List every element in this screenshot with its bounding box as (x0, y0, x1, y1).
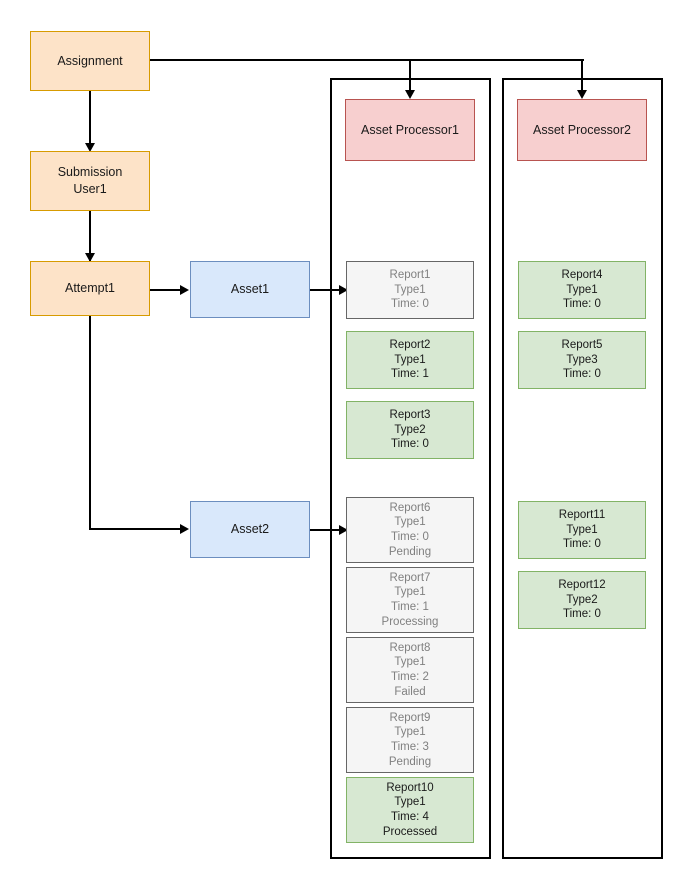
report-time: Time: 0 (563, 298, 601, 311)
edge-attempt-down (89, 316, 91, 530)
report-name: Report5 (561, 339, 603, 352)
report-time: Time: 4 (391, 811, 429, 823)
arrowhead-asset2 (180, 524, 189, 534)
edge-submission-attempt (89, 211, 91, 264)
report-type: Type2 (394, 423, 426, 436)
edge-attempt-asset2 (89, 528, 182, 530)
report-name: Report10 (386, 781, 434, 794)
edge-assignment-submission (89, 91, 91, 145)
report-type: Type1 (394, 353, 426, 366)
report-name: Report9 (389, 711, 431, 724)
node-submission-label: Submission User1 (57, 165, 123, 196)
edge-assignment-trunk (150, 59, 584, 61)
node-asset1[interactable]: Asset1 (190, 261, 310, 318)
arrowhead-submission (85, 143, 95, 152)
arrowhead-asset1 (180, 285, 189, 295)
node-assignment-label: Assignment (57, 53, 123, 68)
report-name: Report11 (558, 509, 606, 522)
report-card[interactable]: Report8 Type1 Time: 2 Failed (346, 637, 474, 703)
node-asset-processor2-label: Asset Processor2 (533, 122, 631, 137)
node-asset-processor1[interactable]: Asset Processor1 (345, 99, 475, 161)
report-time: Time: 0 (391, 298, 429, 311)
edge-trunk-to-processor2 (581, 59, 583, 92)
report-time: Time: 0 (391, 531, 429, 543)
node-assignment[interactable]: Assignment (30, 31, 150, 91)
report-time: Time: 0 (563, 608, 601, 621)
report-time: Time: 3 (391, 741, 429, 753)
report-type: Type1 (394, 283, 426, 296)
report-name: Report7 (389, 571, 431, 584)
arrowhead-report6 (339, 525, 348, 535)
report-status: Processed (382, 825, 438, 838)
node-submission[interactable]: Submission User1 (30, 151, 150, 211)
report-card[interactable]: Report9 Type1 Time: 3 Pending (346, 707, 474, 773)
report-card[interactable]: Report7 Type1 Time: 1 Processing (346, 567, 474, 633)
report-time: Time: 0 (391, 438, 429, 451)
report-card[interactable]: Report11 Type1 Time: 0 (518, 501, 646, 559)
report-status: Failed (394, 685, 426, 698)
report-name: Report12 (558, 579, 606, 592)
arrowhead-processor1 (405, 90, 415, 99)
report-card[interactable]: Report3 Type2 Time: 0 (346, 401, 474, 459)
node-attempt1-label: Attempt1 (64, 281, 116, 296)
report-status: Pending (388, 755, 432, 768)
report-name: Report3 (389, 409, 431, 422)
processor2-lane (502, 78, 663, 859)
edge-attempt-asset1 (150, 289, 182, 291)
report-card[interactable]: Report6 Type1 Time: 0 Pending (346, 497, 474, 563)
node-asset2[interactable]: Asset2 (190, 501, 310, 558)
arrowhead-report1 (339, 285, 348, 295)
report-type: Type1 (566, 523, 598, 536)
report-time: Time: 1 (391, 368, 429, 381)
node-asset-processor2[interactable]: Asset Processor2 (517, 99, 647, 161)
node-asset-processor1-label: Asset Processor1 (361, 122, 459, 137)
report-card[interactable]: Report4 Type1 Time: 0 (518, 261, 646, 319)
report-type: Type1 (394, 726, 426, 739)
report-time: Time: 0 (563, 538, 601, 551)
edge-trunk-to-processor1 (409, 59, 411, 92)
report-type: Type1 (394, 516, 426, 529)
report-status: Pending (388, 545, 432, 558)
report-type: Type2 (566, 593, 598, 606)
report-name: Report6 (389, 501, 431, 514)
report-type: Type3 (566, 353, 598, 366)
report-time: Time: 2 (391, 671, 429, 683)
report-card[interactable]: Report5 Type3 Time: 0 (518, 331, 646, 389)
report-card[interactable]: Report10 Type1 Time: 4 Processed (346, 777, 474, 843)
report-name: Report2 (389, 339, 431, 352)
edge-asset1-report1 (310, 289, 346, 291)
arrowhead-attempt (85, 253, 95, 262)
report-card[interactable]: Report1 Type1 Time: 0 (346, 261, 474, 319)
report-time: Time: 1 (391, 601, 429, 613)
edge-asset2-report6 (310, 529, 346, 531)
report-name: Report1 (389, 269, 431, 282)
node-asset1-label: Asset1 (230, 282, 270, 297)
node-attempt1[interactable]: Attempt1 (30, 261, 150, 316)
report-status: Processing (381, 615, 439, 628)
report-type: Type1 (566, 283, 598, 296)
report-type: Type1 (394, 796, 426, 809)
report-card[interactable]: Report2 Type1 Time: 1 (346, 331, 474, 389)
report-name: Report4 (561, 269, 603, 282)
arrowhead-processor2 (577, 90, 587, 99)
report-type: Type1 (394, 656, 426, 669)
report-name: Report8 (389, 641, 431, 654)
node-asset2-label: Asset2 (230, 522, 270, 537)
report-type: Type1 (394, 586, 426, 599)
report-card[interactable]: Report12 Type2 Time: 0 (518, 571, 646, 629)
report-time: Time: 0 (563, 368, 601, 381)
